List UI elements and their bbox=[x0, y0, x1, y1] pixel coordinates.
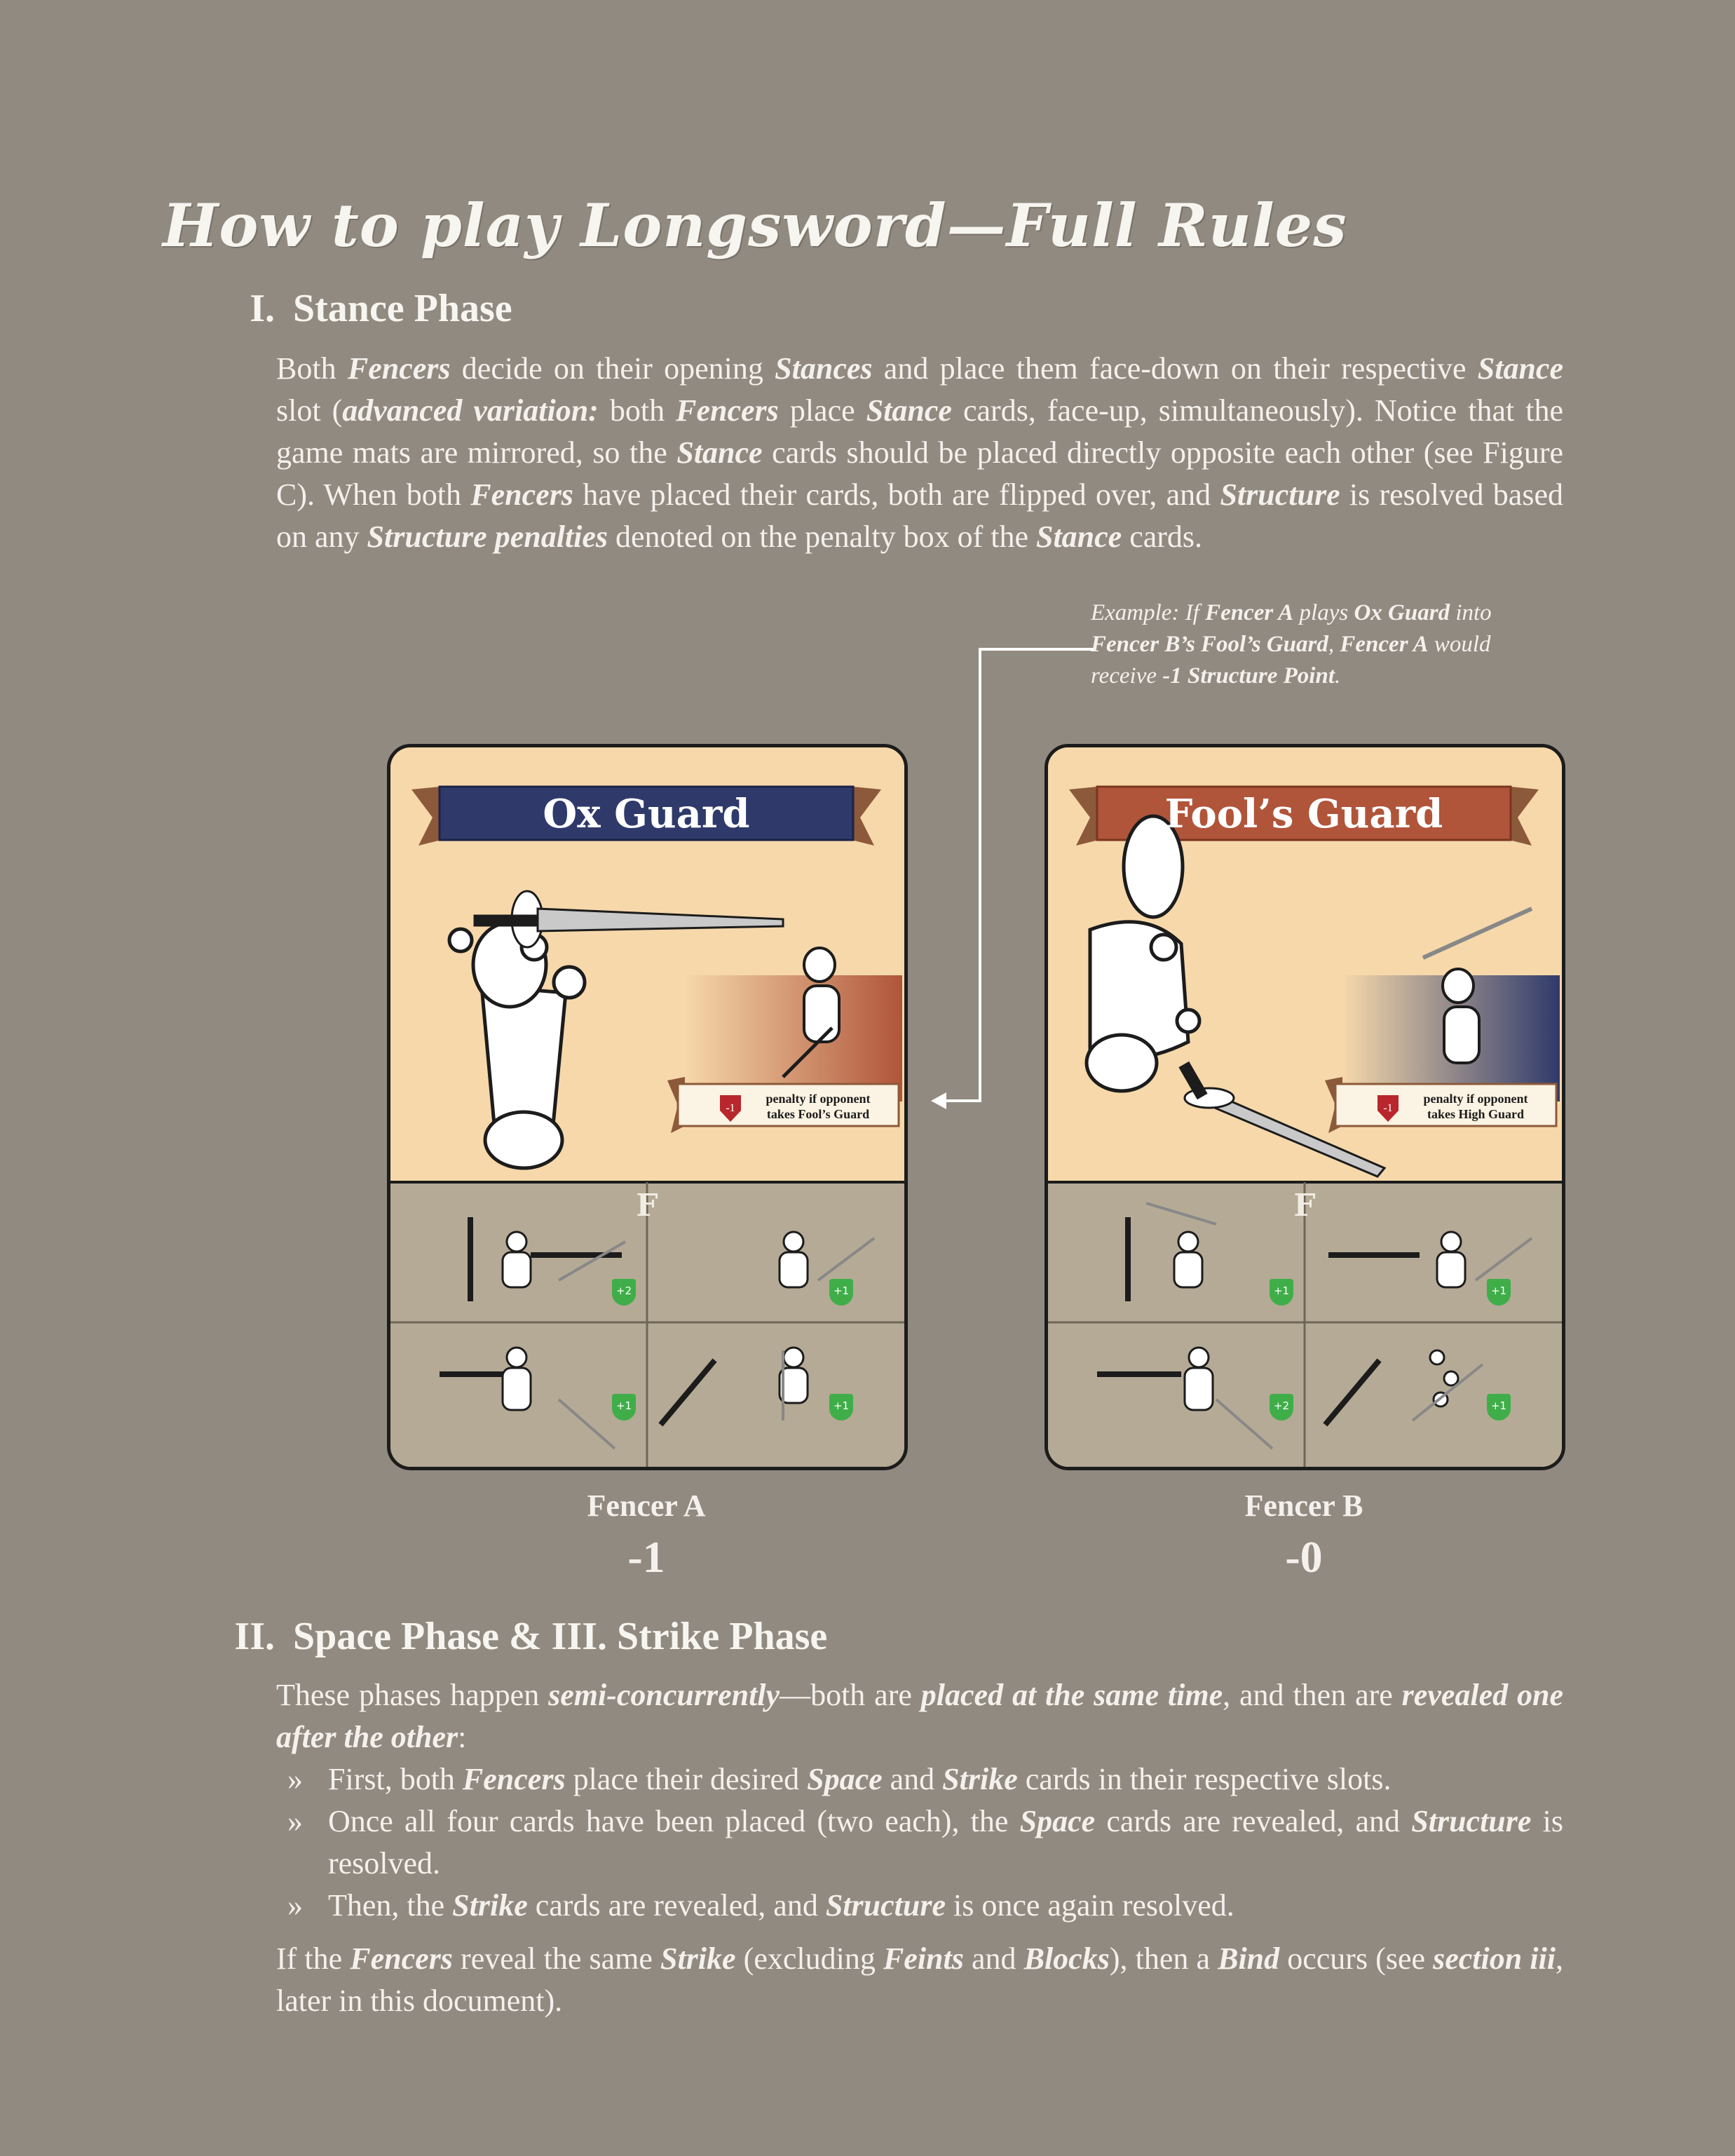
emphasis: Fencers bbox=[350, 1941, 453, 1976]
card-a-bonus-3: +1 bbox=[612, 1394, 636, 1421]
card-b-bonus-1: +1 bbox=[1270, 1279, 1293, 1306]
section-1-number: I. bbox=[250, 287, 275, 330]
section-1-title: Stance Phase bbox=[293, 287, 512, 330]
emphasis: Stance bbox=[866, 393, 952, 428]
emphasis: placed at the same time bbox=[920, 1678, 1223, 1712]
bullet-mark: » bbox=[287, 1888, 303, 1923]
emphasis: Strike bbox=[942, 1762, 1018, 1796]
emphasis: Fencers bbox=[462, 1762, 566, 1796]
bullet-text: First, both Fencers place their desired … bbox=[328, 1762, 1392, 1796]
section-2-body: These phases happen semi-concurrently—bo… bbox=[276, 1674, 1563, 2022]
example-arrow bbox=[931, 648, 1094, 1109]
card-a-bonus-2: +1 bbox=[829, 1279, 853, 1306]
fencer-a-score: -1 bbox=[627, 1532, 665, 1582]
section-2-intro: These phases happen semi-concurrently—bo… bbox=[276, 1678, 1564, 1754]
bullet-item: » Once all four cards have been placed (t… bbox=[276, 1801, 1563, 1885]
card-b-penalty-line1: penalty if opponent bbox=[1423, 1092, 1528, 1106]
emphasis: Stance bbox=[1477, 351, 1563, 386]
section-2-number: II. bbox=[234, 1615, 275, 1658]
emphasis: Fencers bbox=[347, 351, 451, 386]
emphasis: advanced variation: bbox=[342, 393, 599, 428]
fools-guard-card[interactable]: Fool’s Guard -1 penalty if opponent take… bbox=[1045, 744, 1565, 1470]
emphasis: Stance bbox=[676, 435, 763, 470]
card-b-emblem: F bbox=[1293, 1188, 1316, 1223]
emphasis: Strike bbox=[452, 1888, 528, 1923]
section-2-bullets: » First, both Fencers place their desired… bbox=[276, 1758, 1563, 1927]
card-b-bonus-2: +1 bbox=[1487, 1279, 1511, 1306]
card-a-title: Ox Guard bbox=[543, 791, 750, 837]
emphasis: Space bbox=[807, 1762, 883, 1796]
emphasis: Structure penalties bbox=[367, 520, 608, 554]
bullet-text: Then, the Strike cards are revealed, and… bbox=[328, 1888, 1234, 1923]
emphasis: Fencer A bbox=[1340, 632, 1429, 657]
emphasis: Stances bbox=[775, 351, 873, 386]
page-title: How to play Longsword—Full Rules bbox=[163, 191, 1347, 260]
emphasis: section iii bbox=[1433, 1941, 1556, 1976]
bullet-text: Once all four cards have been placed (tw… bbox=[328, 1804, 1563, 1880]
emphasis: Feints bbox=[883, 1941, 964, 1976]
fools-guard-card-art bbox=[1048, 747, 1562, 1467]
ox-guard-card[interactable]: Ox Guard -1 penalty if opponent takes Fo… bbox=[387, 744, 908, 1470]
emphasis: Blocks bbox=[1023, 1941, 1110, 1976]
fencer-a-label: Fencer A bbox=[587, 1489, 706, 1523]
ox-guard-card-art bbox=[390, 747, 904, 1467]
card-a-bonus-4: +1 bbox=[829, 1394, 853, 1421]
emphasis: Structure bbox=[1220, 477, 1340, 512]
emphasis: Fencers bbox=[676, 393, 779, 428]
bullet-mark: » bbox=[287, 1762, 303, 1796]
card-a-bonus-1: +2 bbox=[612, 1279, 636, 1306]
card-a-emblem: F bbox=[636, 1188, 658, 1223]
emphasis: Fencer A bbox=[1205, 600, 1294, 625]
card-a-penalty-line1: penalty if opponent bbox=[766, 1092, 871, 1106]
emphasis: Bind bbox=[1218, 1941, 1280, 1976]
emphasis: Strike bbox=[660, 1941, 736, 1976]
emphasis: Structure bbox=[1411, 1804, 1532, 1838]
section-1-heading: I. Stance Phase bbox=[238, 286, 512, 331]
emphasis: Structure bbox=[825, 1888, 946, 1923]
fencer-b-score: -0 bbox=[1285, 1532, 1323, 1582]
emphasis: Stance bbox=[1035, 520, 1122, 554]
card-b-penalty-line2: takes High Guard bbox=[1427, 1107, 1525, 1121]
card-b-bonus-4: +1 bbox=[1487, 1394, 1511, 1421]
emphasis: Fencer B’s Fool’s Guard bbox=[1091, 632, 1328, 657]
card-b-bonus-3: +2 bbox=[1270, 1394, 1293, 1421]
section-2-closing: If the Fencers reveal the same Strike (e… bbox=[276, 1941, 1564, 2018]
bullet-item: » Then, the Strike cards are revealed, an… bbox=[276, 1885, 1563, 1927]
card-a-penalty-value: -1 bbox=[726, 1102, 735, 1114]
emphasis: Ox Guard bbox=[1354, 600, 1450, 625]
fencer-b-label: Fencer B bbox=[1244, 1489, 1363, 1523]
emphasis: Space bbox=[1019, 1804, 1096, 1838]
card-b-penalty-value: -1 bbox=[1383, 1102, 1393, 1114]
card-b-penalty-text: penalty if opponent takes High Guard bbox=[1406, 1091, 1546, 1122]
emphasis: Fencers bbox=[470, 477, 573, 512]
section-2-heading: II. Space Phase & III. Strike Phase bbox=[223, 1614, 827, 1659]
emphasis: semi-concurrently bbox=[548, 1678, 780, 1712]
stance-phase-paragraph: Both Fencers decide on their opening Sta… bbox=[276, 351, 1564, 554]
bullet-mark: » bbox=[287, 1804, 303, 1838]
example-note: Example: If Fencer A plays Ox Guard into… bbox=[1091, 600, 1492, 689]
emphasis: -1 Structure Point bbox=[1162, 663, 1335, 689]
emphasis: revealed one after the other bbox=[276, 1678, 1564, 1754]
card-b-title: Fool’s Guard bbox=[1164, 791, 1443, 837]
card-a-penalty-line2: takes Fool’s Guard bbox=[766, 1107, 870, 1121]
bullet-item: » First, both Fencers place their desired… bbox=[276, 1758, 1563, 1801]
card-a-penalty-text: penalty if opponent takes Fool’s Guard bbox=[748, 1091, 888, 1122]
section-2-title: Space Phase & III. Strike Phase bbox=[293, 1615, 828, 1658]
